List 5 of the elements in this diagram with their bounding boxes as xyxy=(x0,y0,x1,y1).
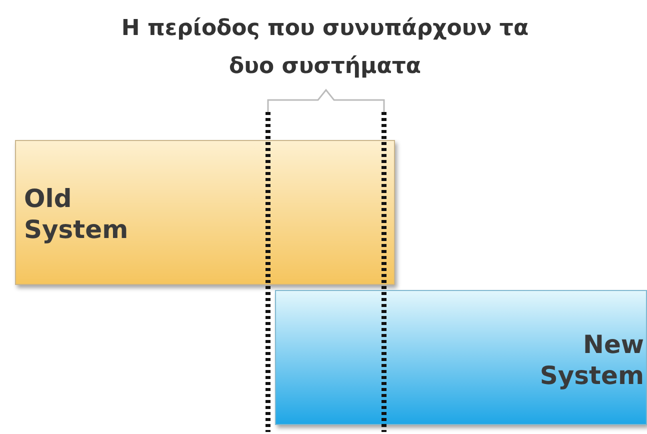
timeline-bar xyxy=(15,140,395,285)
annotation-text: Η περίοδος που συνυπάρχουν τα δυο συστήματα xyxy=(120,15,530,81)
timeline-bar xyxy=(275,290,647,425)
bar-label: New System xyxy=(538,329,644,391)
bar-label: Old System xyxy=(24,183,130,245)
